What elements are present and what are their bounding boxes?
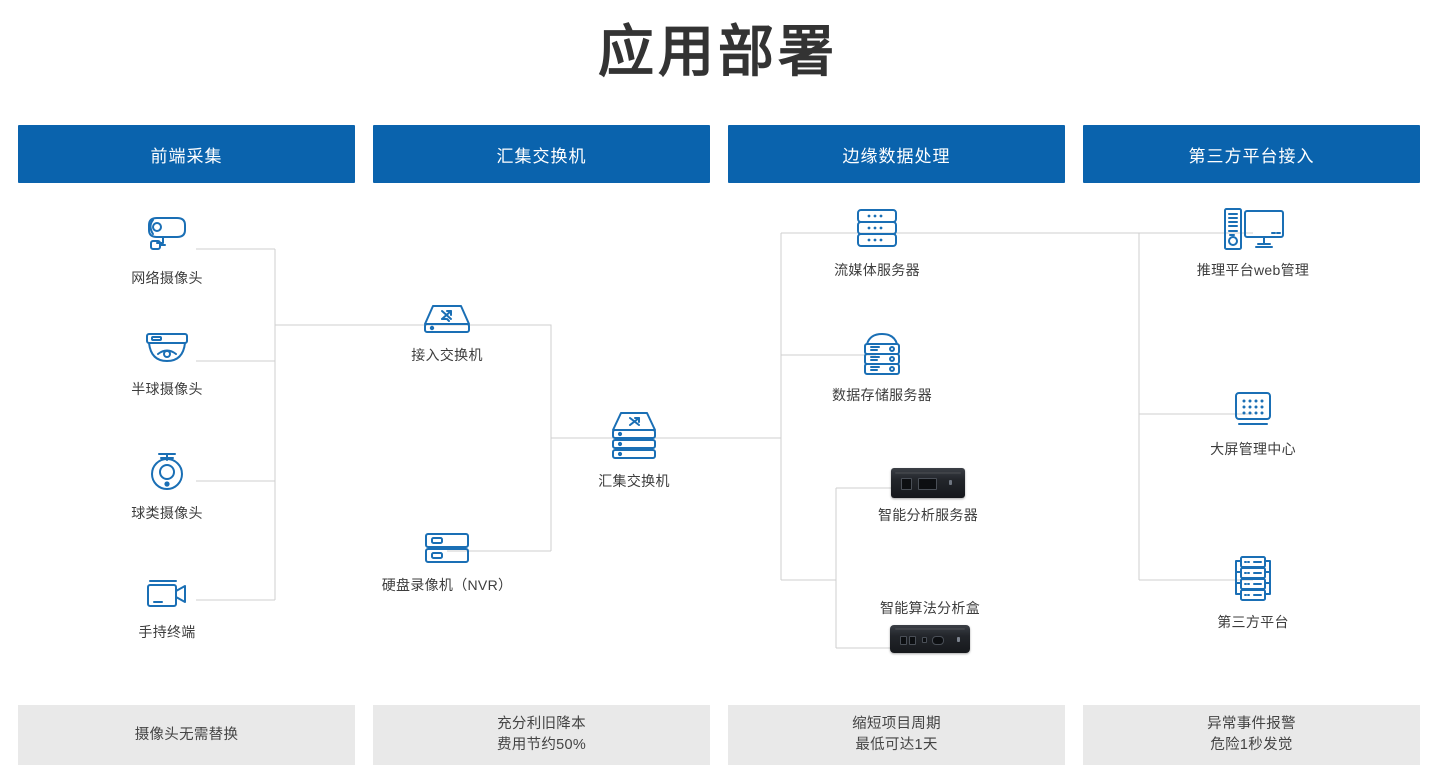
node-label: 半球摄像头	[131, 381, 203, 397]
column-header-front-end-capture[interactable]: 前端采集	[18, 125, 355, 183]
nvr-icon	[417, 528, 477, 568]
video-wall-icon	[1223, 388, 1283, 432]
node-stream-server[interactable]: 流媒体服务器	[782, 205, 972, 280]
storage-server-icon	[852, 328, 912, 378]
ai-box-photo	[890, 625, 970, 653]
node-web-console[interactable]: 推理平台web管理	[1158, 205, 1348, 280]
footer-event-alarm: 异常事件报警 危险1秒发觉	[1083, 705, 1420, 765]
footer-line: 最低可达1天	[855, 737, 938, 753]
node-aggregation-switch[interactable]: 汇集交换机	[539, 408, 729, 491]
column-header-label: 前端采集	[150, 146, 223, 166]
server-cluster-icon	[1223, 553, 1283, 605]
diagram-canvas: 网络摄像头 半球摄像头	[0, 183, 1436, 695]
node-label: 流媒体服务器	[834, 262, 920, 278]
column-header-label: 第三方平台接入	[1188, 146, 1315, 166]
page-title: 应用部署	[598, 20, 838, 83]
node-label: 智能分析服务器	[877, 507, 979, 523]
footer-line: 异常事件报警	[1207, 716, 1296, 732]
column-header-label: 边缘数据处理	[842, 146, 951, 166]
column-header-label: 汇集交换机	[496, 146, 587, 166]
footer-no-camera-replacement: 摄像头无需替换	[18, 705, 355, 765]
node-network-camera[interactable]: 网络摄像头	[72, 211, 262, 288]
node-label: 硬盘录像机（NVR）	[381, 577, 513, 593]
node-label: 数据存储服务器	[831, 387, 933, 403]
connector-lines	[196, 232, 1253, 649]
desktop-pc-icon	[1217, 205, 1289, 253]
node-label: 推理平台web管理	[1196, 262, 1310, 278]
footer-shorter-cycle: 缩短项目周期 最低可达1天	[728, 705, 1065, 765]
footer-line: 危险1秒发觉	[1210, 737, 1293, 753]
node-label: 第三方平台	[1217, 614, 1289, 630]
node-label: 手持终端	[138, 624, 196, 640]
node-ai-server[interactable]: 智能分析服务器	[833, 468, 1023, 525]
node-access-switch[interactable]: 接入交换机	[352, 300, 542, 365]
node-label: 智能算法分析盒	[879, 600, 981, 616]
node-label: 大屏管理中心	[1210, 441, 1296, 457]
ptz-camera-icon	[139, 448, 195, 496]
ai-server-photo	[891, 468, 965, 498]
column-header-aggregation-switch[interactable]: 汇集交换机	[373, 125, 710, 183]
node-label: 网络摄像头	[131, 270, 203, 286]
node-ptz-camera[interactable]: 球类摄像头	[72, 448, 262, 523]
node-label: 球类摄像头	[131, 505, 203, 521]
column-header-third-party-access[interactable]: 第三方平台接入	[1083, 125, 1420, 183]
node-dome-camera[interactable]: 半球摄像头	[72, 328, 262, 399]
column-header-edge-data-process[interactable]: 边缘数据处理	[728, 125, 1065, 183]
node-label: 接入交换机	[411, 347, 483, 363]
dome-camera-icon	[139, 328, 195, 372]
switch-icon	[417, 300, 477, 338]
footer-line: 缩短项目周期	[852, 716, 941, 732]
stacked-switch-icon	[603, 408, 665, 464]
footer-cost-saving: 充分利旧降本 费用节约50%	[373, 705, 710, 765]
footer-line: 费用节约50%	[496, 737, 587, 753]
rack-server-icon	[847, 205, 907, 253]
node-nvr[interactable]: 硬盘录像机（NVR）	[352, 528, 542, 595]
footer-line: 充分利旧降本	[497, 716, 586, 732]
camcorder-icon	[139, 573, 195, 615]
bullet-camera-icon	[139, 211, 195, 261]
node-video-wall[interactable]: 大屏管理中心	[1158, 388, 1348, 459]
node-storage-server[interactable]: 数据存储服务器	[787, 328, 977, 405]
node-ai-box[interactable]: 智能算法分析盒	[835, 598, 1025, 653]
node-third-party-platform[interactable]: 第三方平台	[1158, 553, 1348, 632]
footer-line: 摄像头无需替换	[134, 726, 239, 743]
node-label: 汇集交换机	[598, 473, 670, 489]
node-handheld-terminal[interactable]: 手持终端	[72, 573, 262, 642]
